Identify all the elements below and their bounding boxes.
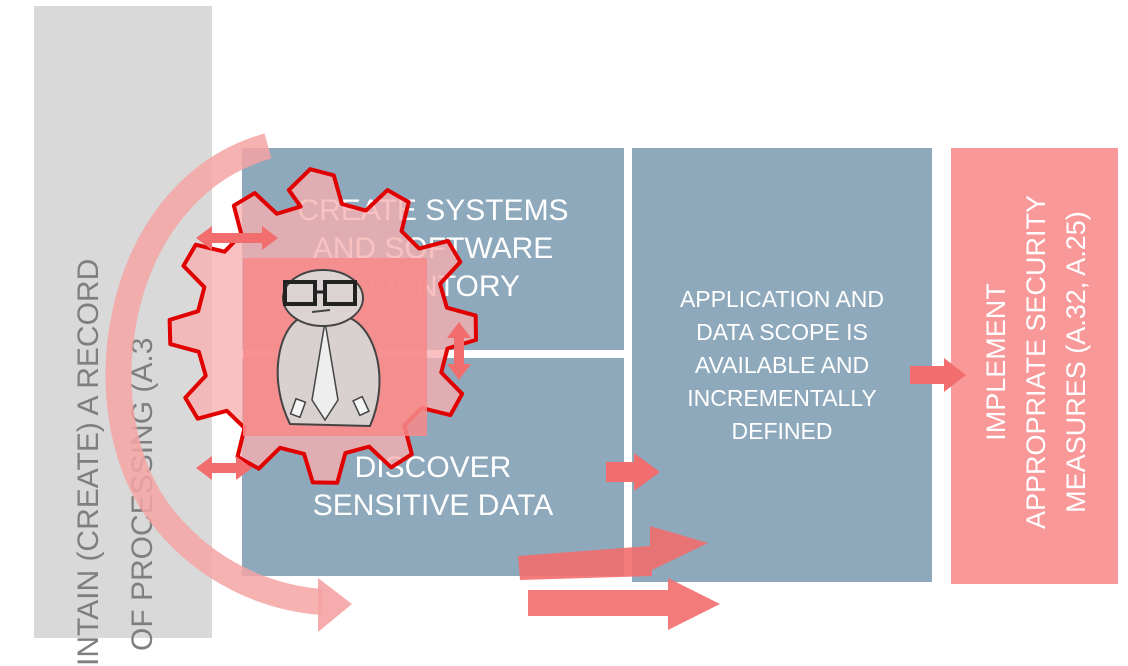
scope-label: APPLICATION AND DATA SCOPE IS AVAILABLE … — [679, 285, 885, 444]
person-sketch-icon — [243, 258, 427, 436]
right-arrow-icon — [518, 358, 966, 630]
double-arrow-icon — [196, 226, 471, 480]
overlay-graphics — [105, 133, 966, 632]
scope-box: APPLICATION AND DATA SCOPE IS AVAILABLE … — [632, 148, 932, 582]
curved-arrow-icon — [105, 133, 352, 632]
security-measures-box: IMPLEMENT APPROPRIATE SECURITY MEASURES … — [951, 148, 1118, 584]
